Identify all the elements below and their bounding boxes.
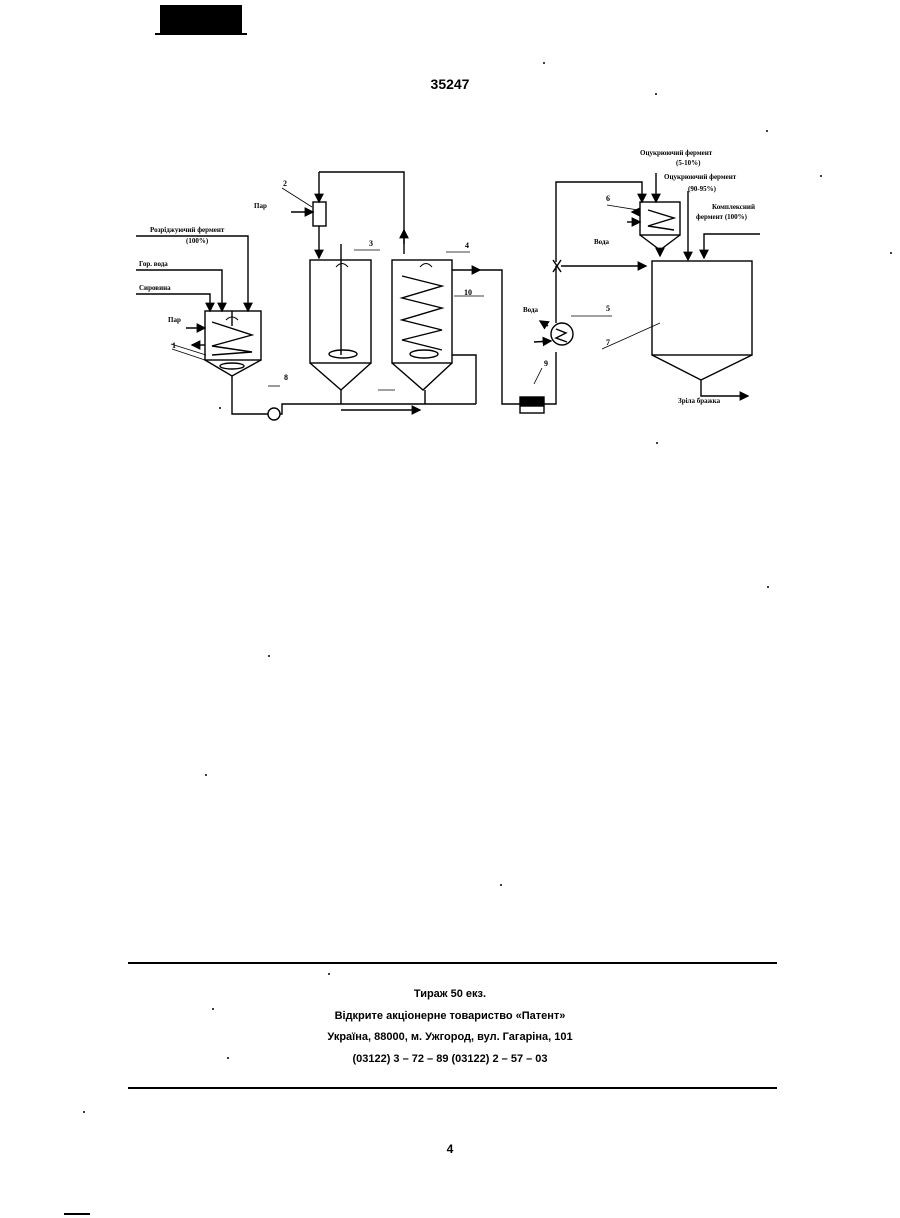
label-liquefying-enzyme-pct: (100%) <box>186 237 209 245</box>
label-hot-water: Гор. вода <box>139 260 168 268</box>
scan-speck <box>268 655 270 657</box>
scan-speck <box>328 973 330 975</box>
scan-speck <box>767 586 769 588</box>
vessel-1 <box>205 311 261 376</box>
num-4: 4 <box>465 241 469 250</box>
label-water-1: Вода <box>594 238 610 246</box>
scan-speck <box>212 1008 214 1010</box>
label-steam-2: Пар <box>254 202 267 210</box>
num-10: 10 <box>464 288 472 297</box>
num-7: 7 <box>606 338 610 347</box>
vessel-7 <box>652 261 752 396</box>
label-saccharifying-enzyme-2-pct: (90-95%) <box>688 185 717 193</box>
vessel-6 <box>640 202 680 256</box>
scan-speck <box>500 884 502 886</box>
label-water-2: Вода <box>523 306 539 314</box>
scan-speck <box>820 175 822 177</box>
scan-speck <box>219 407 221 409</box>
scan-speck <box>83 1111 85 1113</box>
page-number: 4 <box>0 1142 900 1156</box>
imprint-rule-bottom <box>128 1087 777 1089</box>
process-flow-diagram: Розріджуючий фермент (100%) Гор. вода Си… <box>0 0 900 440</box>
scan-speck <box>656 442 658 444</box>
scan-speck <box>205 774 207 776</box>
imprint-rule-top <box>128 962 777 964</box>
label-raw-material: Сировина <box>139 284 171 292</box>
imprint-line-1: Тираж 50 екз. <box>0 982 900 1006</box>
margin-dash <box>64 1213 90 1215</box>
label-saccharifying-enzyme-1-pct: (5-10%) <box>676 159 701 167</box>
label-complex-enzyme-2: фермент (100%) <box>696 213 748 221</box>
imprint-line-3: Україна, 88000, м. Ужгород, вул. Гагарін… <box>0 1025 900 1049</box>
label-mature-mash: Зріла бражка <box>678 397 721 405</box>
label-saccharifying-enzyme-2: Оцукрюючий фермент <box>664 173 737 181</box>
vessel-3 <box>310 244 371 390</box>
num-9: 9 <box>544 359 548 368</box>
label-liquefying-enzyme: Розріджуючий фермент <box>150 226 225 234</box>
num-6: 6 <box>606 194 610 203</box>
num-1: 1 <box>172 341 176 350</box>
scan-speck <box>655 93 657 95</box>
num-5: 5 <box>606 304 610 313</box>
vessel-4 <box>392 260 452 390</box>
imprint-line-4: (03122) 3 – 72 – 89 (03122) 2 – 57 – 03 <box>0 1047 900 1071</box>
label-steam-1: Пар <box>168 316 181 324</box>
scan-speck <box>543 62 545 64</box>
scan-speck <box>766 130 768 132</box>
num-8: 8 <box>284 373 288 382</box>
scan-speck <box>890 252 892 254</box>
num-2: 2 <box>283 179 287 188</box>
num-3: 3 <box>369 239 373 248</box>
label-complex-enzyme: Комплексний <box>712 203 755 211</box>
label-saccharifying-enzyme-1: Оцукрюючий фермент <box>640 149 713 157</box>
scan-speck <box>227 1057 229 1059</box>
